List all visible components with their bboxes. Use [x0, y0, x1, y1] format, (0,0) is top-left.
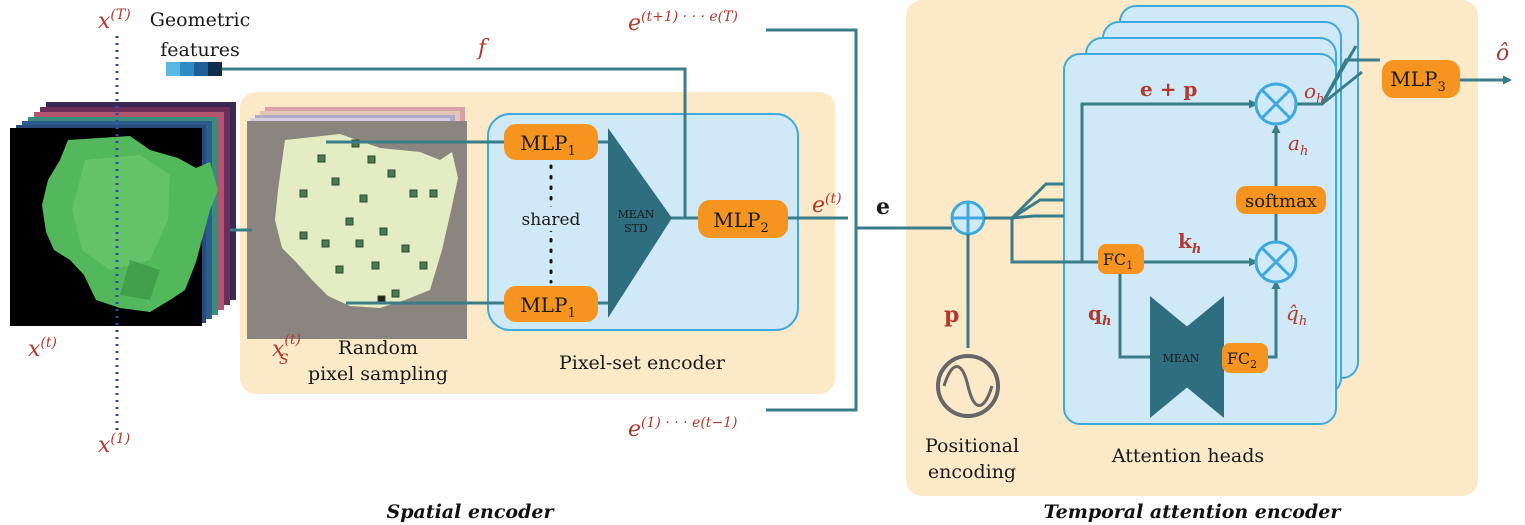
positional-encoding-icon	[936, 354, 1000, 418]
temporal-encoder-caption: Temporal attention encoder	[1044, 501, 1343, 523]
p-label: p	[944, 302, 959, 328]
e-t-label: e(t)	[812, 191, 842, 218]
x-1-label: x(1)	[98, 431, 130, 458]
spatial-encoder-caption: Spatial encoder	[387, 501, 556, 523]
softmax-label: softmax	[1245, 191, 1317, 212]
temporal-mean-label: MEAN	[1163, 352, 1200, 365]
fc2-block	[1222, 343, 1268, 373]
fc1-label: FC1	[1103, 250, 1133, 272]
fc2-label: FC2	[1227, 349, 1257, 371]
e-bold-label: e	[876, 194, 890, 220]
geometric-features-label: Geometric	[150, 9, 251, 31]
e-top-label: e(t+1) · · · e(T)	[628, 9, 738, 36]
q-h-label: qh	[1088, 301, 1111, 329]
o-hat-label: ô	[1496, 41, 1509, 66]
f-label: f	[476, 36, 490, 61]
attention-heads-caption: Attention heads	[1111, 445, 1264, 467]
pixel-set-encoder-caption: Pixel-set encoder	[559, 352, 726, 374]
mlp2-label: MLP2	[713, 208, 769, 236]
qhat-h-label: q̂h	[1286, 301, 1307, 329]
e-plus-p-label: e + p	[1140, 77, 1197, 101]
random-sampling-label-2: pixel sampling	[308, 363, 448, 385]
x-t-label: x(t)	[28, 335, 57, 362]
e-bottom-label: e(1) · · · e(t−1)	[628, 415, 738, 442]
fc1-block	[1098, 244, 1144, 274]
shared-label: shared	[522, 210, 581, 230]
mlp1-bottom-block	[504, 286, 598, 322]
random-sampling-label: Random	[338, 337, 418, 359]
geometric-features-label-2: features	[160, 39, 240, 61]
mlp1-top-label: MLP1	[520, 131, 576, 159]
std-label: STD	[624, 222, 648, 235]
k-h-label: kh	[1178, 229, 1201, 257]
a-h-label: ah	[1288, 131, 1308, 159]
mlp3-block	[1382, 60, 1460, 98]
mlp2-block	[698, 200, 788, 238]
geometric-features-vector	[166, 62, 222, 76]
x-T-label: x(T)	[98, 7, 131, 34]
positional-encoding-label: Positional	[925, 435, 1019, 457]
attention-head-box-1	[1063, 53, 1337, 425]
input-image-stack	[10, 102, 236, 326]
pooling-triangle	[608, 128, 672, 318]
positional-encoding-label-2: encoding	[928, 461, 1016, 483]
mlp3-label: MLP3	[1390, 67, 1446, 95]
mlp1-bottom-label: MLP1	[520, 293, 576, 321]
mean-label: MEAN	[618, 208, 655, 221]
o-h-label: oh	[1304, 79, 1324, 107]
mlp1-top-block	[504, 124, 598, 160]
xs-label: x(t)S	[272, 332, 301, 368]
softmax-block	[1236, 186, 1326, 214]
